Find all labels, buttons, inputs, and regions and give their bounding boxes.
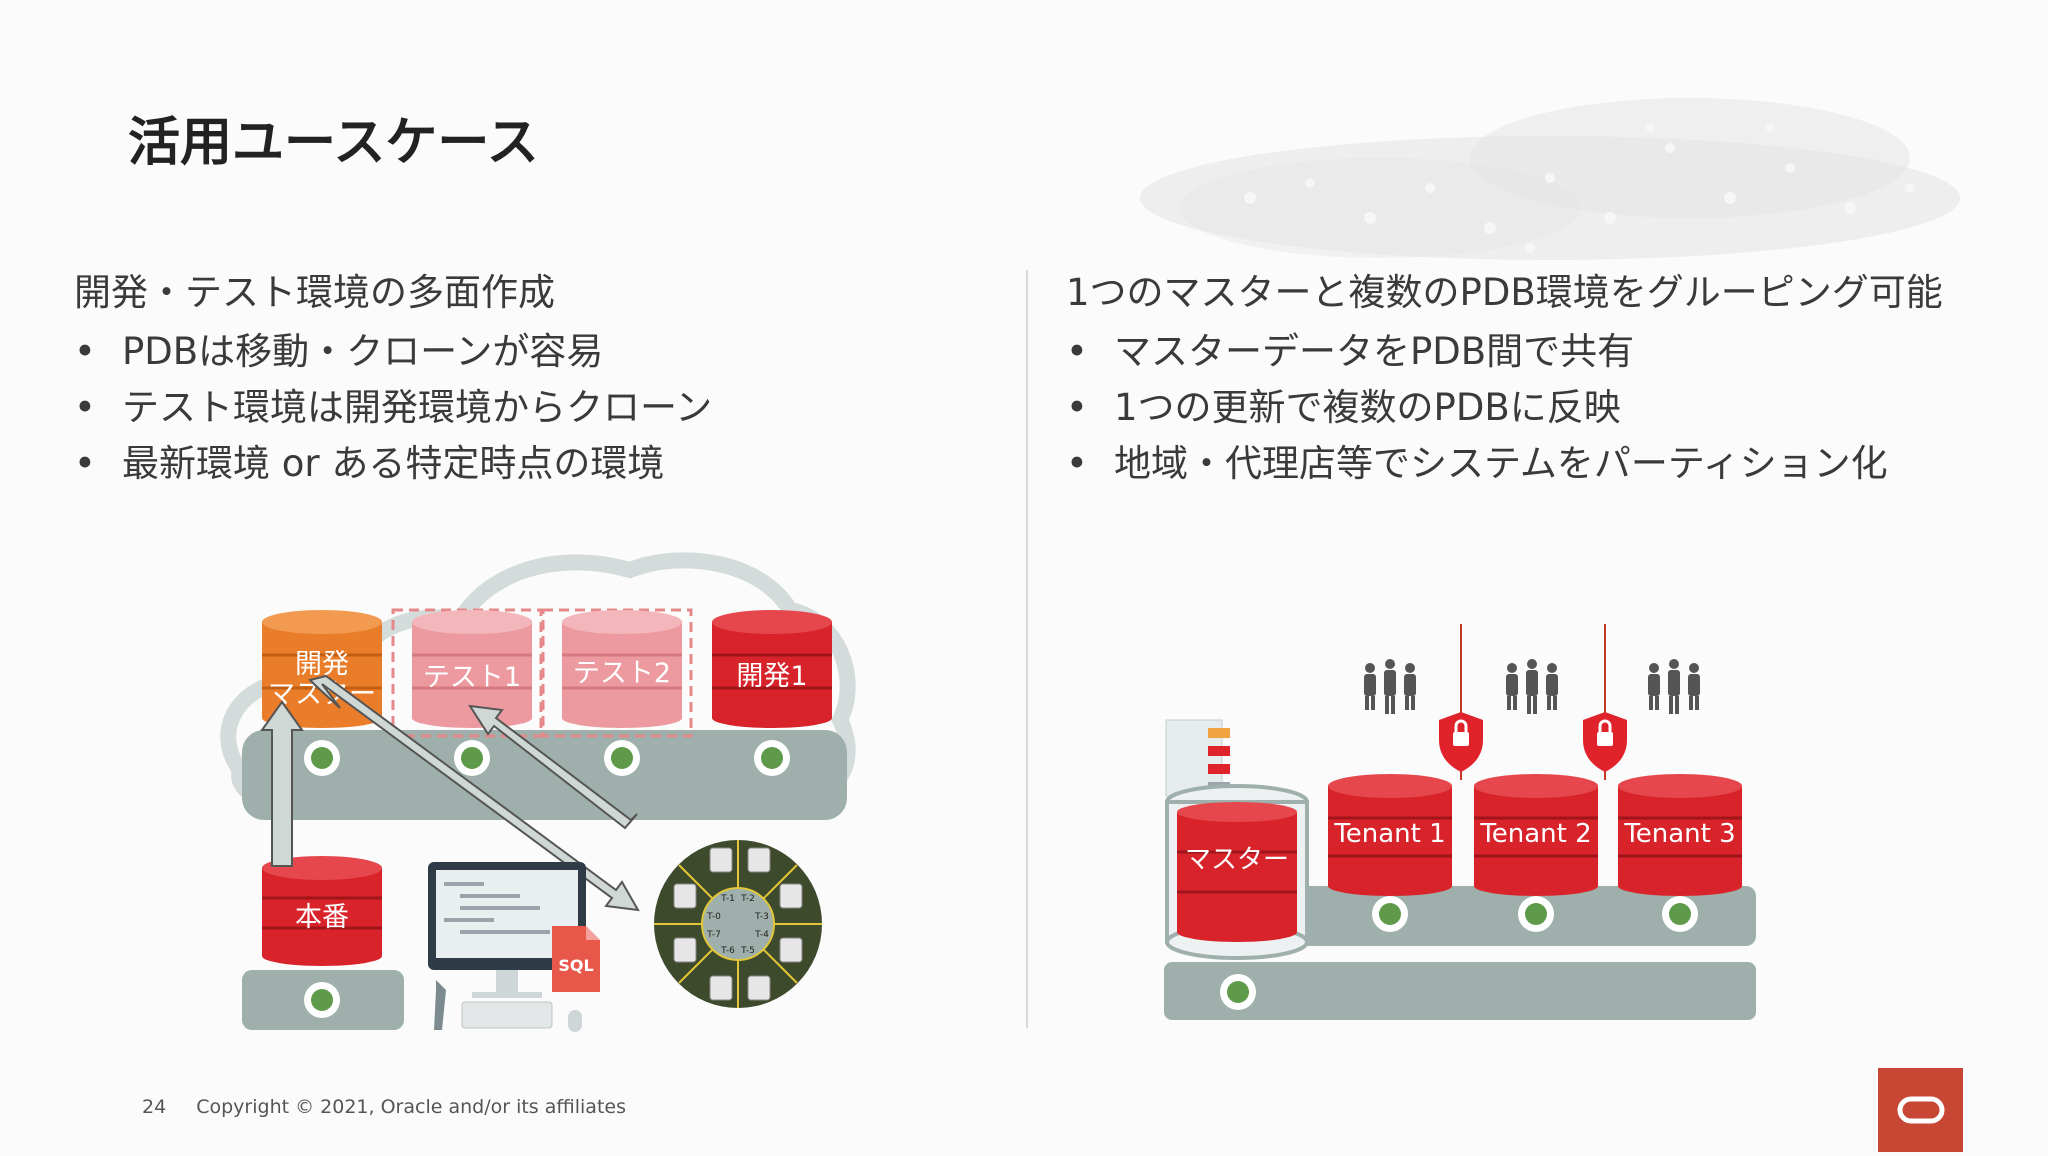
- db-test2: [562, 610, 682, 728]
- page-number: 24: [142, 1096, 167, 1118]
- left-heading: 開発・テスト環境の多面作成: [74, 271, 555, 314]
- sql-label: SQL: [558, 956, 593, 975]
- db-test1-label: テスト1: [423, 662, 521, 693]
- wheel-label: T-6: [720, 946, 735, 956]
- db-dev1: [712, 610, 832, 728]
- decorative-pattern: [1140, 98, 1960, 260]
- db-production: [262, 856, 382, 966]
- master-conveyor: [1164, 962, 1756, 1020]
- right-column: 1つのマスターと複数のPDB環境をグルーピング可能 マスターデータをPDB間で共…: [1066, 262, 1943, 500]
- db-tenant1-label: Tenant 1: [1333, 819, 1445, 849]
- oracle-logo-icon: [1897, 1096, 1945, 1124]
- left-bullet-list: PDBは移動・クローンが容易 テスト環境は開発環境からクローン 最新環境 or …: [74, 332, 712, 485]
- db-dev1-label: 開発1: [736, 661, 807, 692]
- production-base: [242, 970, 404, 1030]
- slide-footer: 24 Copyright © 2021, Oracle and/or its a…: [142, 1096, 626, 1118]
- db-dev-master-label1: 開発: [295, 649, 349, 680]
- wheel-label: T-0: [706, 912, 721, 922]
- slide-title: 活用ユースケース: [128, 113, 539, 173]
- wheel-label: T-2: [740, 894, 755, 904]
- wheel-label: T-1: [720, 894, 735, 904]
- upper-conveyor: [242, 730, 847, 820]
- db-master: [1165, 784, 1309, 960]
- sql-file-icon: [552, 926, 600, 992]
- right-bullet-list: マスターデータをPDB間で共有 1つの更新で複数のPDBに反映 地域・代理店等で…: [1066, 332, 1943, 485]
- people-icon: [1506, 659, 1558, 714]
- wheel-label: T-7: [706, 930, 721, 940]
- list-item: PDBは移動・クローンが容易: [74, 332, 712, 373]
- column-divider: [1026, 270, 1028, 1028]
- lock-icon: [1583, 712, 1627, 772]
- list-item: 地域・代理店等でシステムをパーティション化: [1066, 444, 1943, 485]
- people-icon: [1364, 659, 1416, 714]
- people-icon: [1648, 659, 1700, 714]
- list-item: 最新環境 or ある特定時点の環境: [74, 444, 712, 485]
- snapshot-wheel: [654, 840, 822, 1008]
- copyright-text: Copyright © 2021, Oracle and/or its affi…: [196, 1096, 626, 1118]
- multitenant-diagram: マスター Tenant 1 Tenant 2 Tenant 3: [1164, 624, 1756, 1020]
- oracle-logo: [1878, 1068, 1963, 1152]
- db-master-label: マスター: [1185, 845, 1289, 875]
- right-heading: 1つのマスターと複数のPDB環境をグルーピング可能: [1066, 271, 1943, 314]
- wheel-label: T-3: [754, 912, 769, 922]
- list-item: テスト環境は開発環境からクローン: [74, 388, 712, 429]
- wheel-label: T-4: [754, 930, 769, 940]
- db-tenant3-label: Tenant 3: [1623, 819, 1735, 849]
- db-tenant3: [1618, 774, 1742, 896]
- dev-test-diagram: 開発 マスター テスト1 テスト2 開発1 本番: [220, 552, 856, 1032]
- lock-icon: [1439, 712, 1483, 772]
- db-production-label: 本番: [295, 902, 349, 933]
- wheel-label: T-5: [740, 946, 755, 956]
- data-document-icon: [1165, 719, 1230, 797]
- db-tenant2-label: Tenant 2: [1479, 819, 1591, 849]
- db-tenant1: [1328, 774, 1452, 896]
- left-column: 開発・テスト環境の多面作成 PDBは移動・クローンが容易 テスト環境は開発環境か…: [74, 262, 712, 500]
- clone-arrows: [260, 674, 640, 912]
- list-item: 1つの更新で複数のPDBに反映: [1066, 388, 1943, 429]
- db-tenant2: [1474, 774, 1598, 896]
- db-test2-label: テスト2: [573, 658, 671, 689]
- tenant-conveyor: [1300, 886, 1756, 946]
- list-item: マスターデータをPDB間で共有: [1066, 332, 1943, 373]
